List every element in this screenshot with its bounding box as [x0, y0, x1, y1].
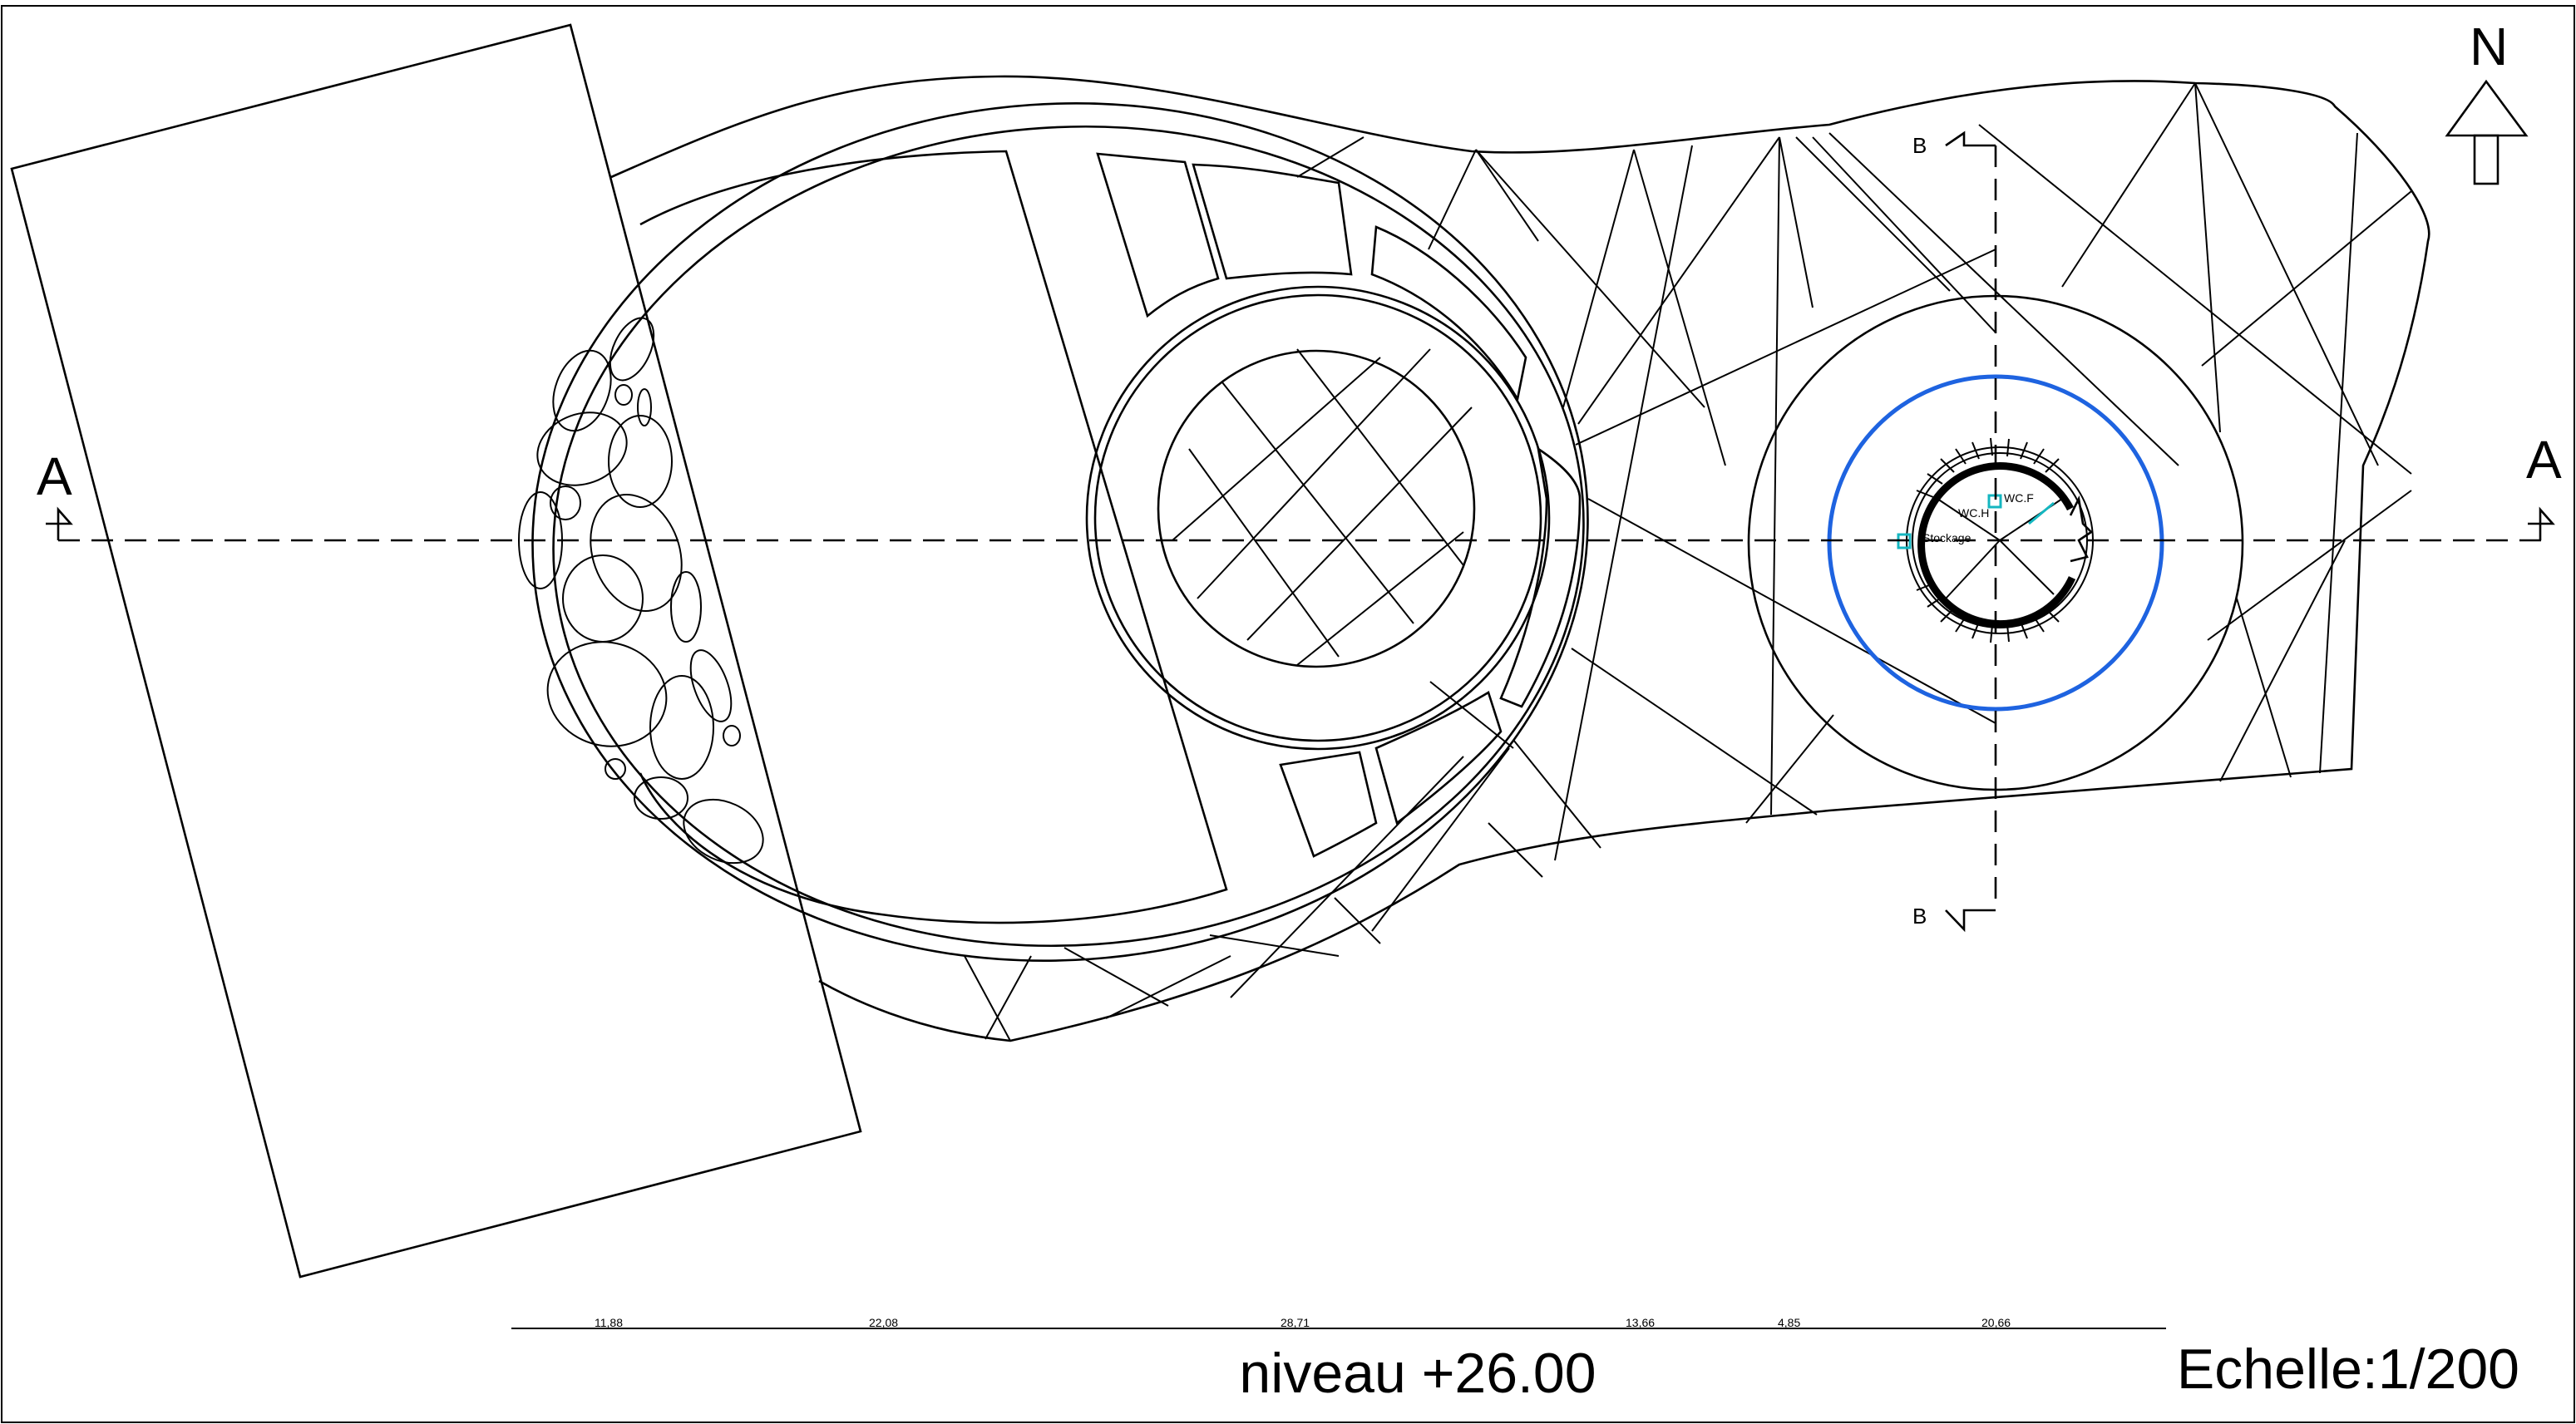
section-a-left-marker [46, 506, 73, 540]
pebble-voids [518, 317, 764, 865]
section-a-right-marker [2528, 506, 2555, 540]
west-rectangular-block [10, 23, 862, 1279]
central-court-ring-inner [1093, 293, 1542, 742]
central-court [1157, 349, 1476, 668]
sheet-border [1, 5, 2575, 1423]
court-grid [1172, 348, 1473, 666]
section-b-bottom-label: B [1912, 904, 1927, 929]
north-label: N [2470, 17, 2508, 76]
room-label-wc-f: WC.F [2004, 491, 2034, 505]
svg-text:28,71: 28,71 [1281, 1316, 1310, 1329]
room-label-wc-h: WC.H [1958, 506, 1989, 520]
svg-text:4,85: 4,85 [1778, 1316, 1800, 1329]
svg-text:22,08: 22,08 [869, 1316, 898, 1329]
section-b-top-label: B [1912, 133, 1927, 158]
section-b-bottom-marker [1945, 909, 1996, 933]
svg-text:20,66: 20,66 [1981, 1316, 2011, 1329]
site-hatching [964, 82, 2412, 1042]
court-segments [1096, 152, 1582, 858]
section-a-left-label: A [37, 446, 72, 506]
site-outline [610, 75, 2430, 1042]
room-label-stockage: Stockage [1922, 531, 1971, 544]
north-arrow-icon [2445, 79, 2529, 185]
scale-label: Echelle:1/200 [2177, 1338, 2519, 1401]
section-b-top-marker [1945, 131, 1996, 147]
dimension-chain: 11,88 22,08 28,71 13,66 4,85 20,66 [511, 1316, 2166, 1329]
tower-blue-ring [1827, 374, 2164, 712]
central-court-ring-outer [1085, 285, 1551, 751]
section-a-right-label: A [2526, 430, 2562, 490]
oval-building-inner [552, 125, 1585, 948]
svg-text:11,88: 11,88 [595, 1316, 623, 1329]
west-plaza [639, 150, 1228, 924]
level-title: niveau +26.00 [1239, 1342, 1596, 1405]
oval-building-outer [531, 102, 1589, 962]
svg-text:13,66: 13,66 [1626, 1316, 1655, 1329]
